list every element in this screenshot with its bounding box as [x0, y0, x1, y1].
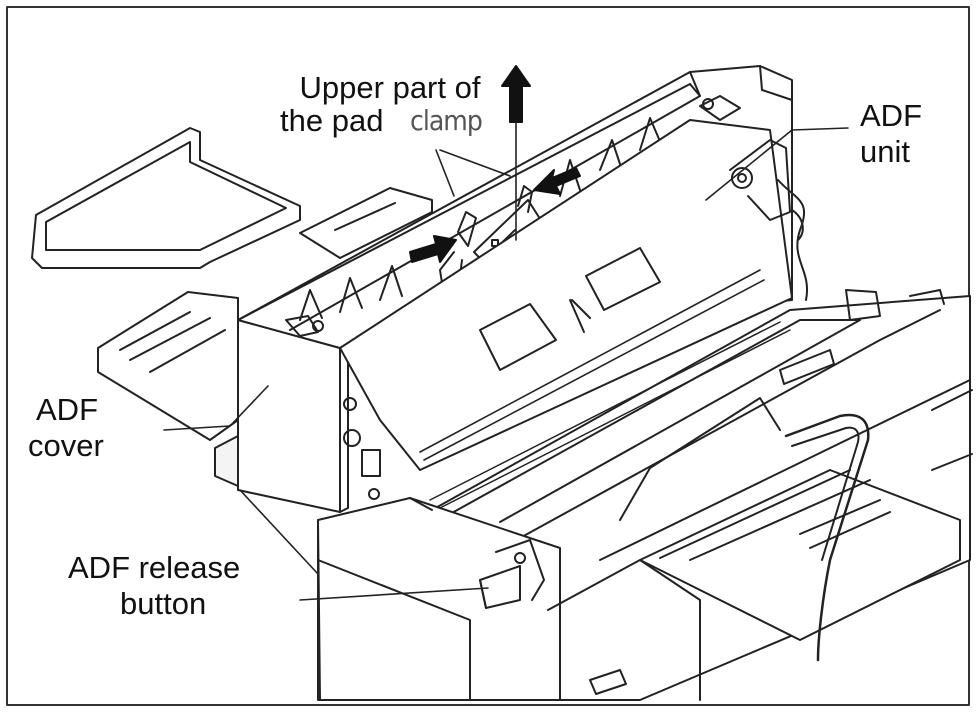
paper-stacker — [97, 291, 239, 487]
label-adf-release-line1: ADF release — [68, 550, 241, 585]
leader-lines — [163, 121, 849, 601]
front-base — [317, 497, 701, 701]
label-adf-cover-line2: cover — [28, 428, 104, 463]
arrow-right-icon — [409, 235, 457, 263]
label-upper-part-line1: Upper part of — [299, 70, 481, 105]
adf-unit-body — [339, 119, 793, 471]
label-adf-unit-line1: ADF — [860, 98, 922, 133]
arrow-up-icon — [501, 65, 531, 123]
label-clamp: clamp — [410, 104, 483, 137]
pickup-roller — [699, 95, 809, 301]
label-upper-part-line2: the pad — [280, 103, 384, 138]
label-adf-cover-line1: ADF — [36, 392, 98, 427]
output-tray — [31, 127, 433, 269]
motion-arrows — [409, 65, 581, 263]
arrow-left-icon — [533, 167, 581, 195]
label-adf-release-line2: button — [120, 586, 207, 621]
label-adf-unit-line2: unit — [860, 134, 910, 169]
